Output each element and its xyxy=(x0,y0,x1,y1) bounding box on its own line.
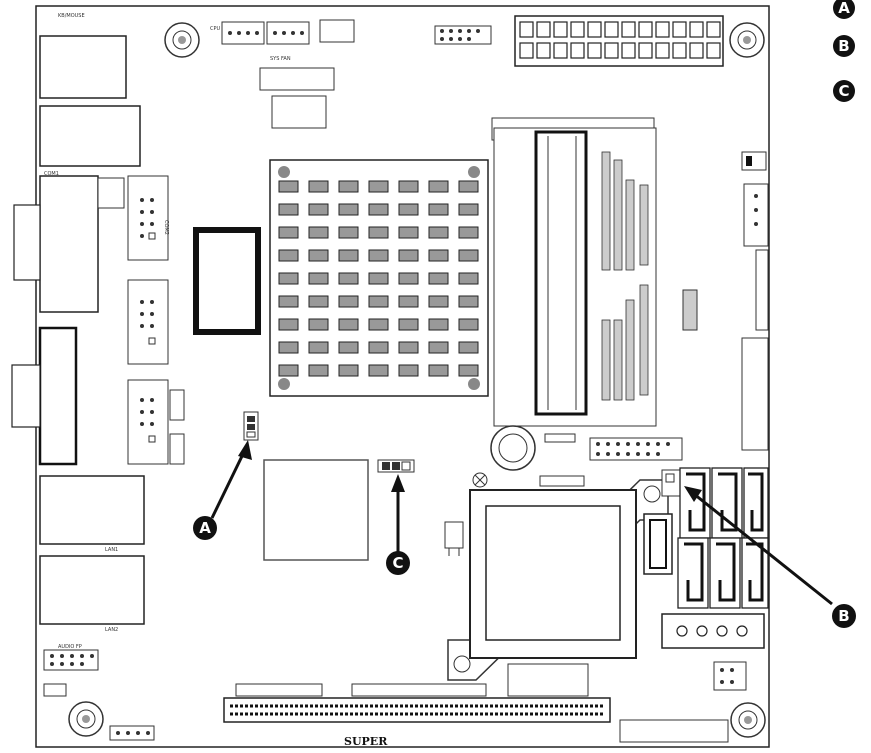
battery-holder xyxy=(544,433,576,443)
sys-fan-header xyxy=(266,21,310,45)
usb-header-vertical xyxy=(643,513,673,575)
small-header-bottom-left xyxy=(43,683,67,697)
arrow-b xyxy=(684,486,833,606)
jumper-left-1 xyxy=(97,177,125,209)
right-edge-headers xyxy=(741,151,769,451)
chip-top-1 xyxy=(259,67,335,91)
marker-b: B xyxy=(832,604,856,628)
crystal xyxy=(472,472,488,488)
svg-text:A: A xyxy=(838,0,850,17)
svg-text:B: B xyxy=(838,37,849,55)
audio-fp-label: AUDIO FP xyxy=(58,644,82,650)
pci-slot xyxy=(223,697,611,723)
legend-marker-a: A xyxy=(833,0,855,19)
usb-port-top xyxy=(39,105,141,167)
svg-text:C: C xyxy=(838,82,849,100)
kb-mouse-port xyxy=(39,35,127,99)
jumper-c xyxy=(377,459,415,473)
lan1-port xyxy=(39,475,145,545)
jumper-left-2 xyxy=(169,389,185,421)
header-left-mid xyxy=(127,279,169,365)
vga-port-side xyxy=(13,204,41,281)
vga-port xyxy=(39,175,99,313)
serial-port-side xyxy=(11,364,41,428)
arrow-a xyxy=(210,440,252,519)
serial-port xyxy=(38,326,78,466)
lan2-port xyxy=(39,555,145,625)
southbridge-chip xyxy=(263,459,369,561)
header-bottom-left-pins xyxy=(109,725,155,741)
com2-header xyxy=(127,175,169,261)
cpu-heatsink xyxy=(269,159,489,397)
kb-mouse-label: KB/MOUSE xyxy=(58,13,85,19)
mount-hole-tl xyxy=(164,22,200,58)
header-top-pins xyxy=(434,25,492,45)
front-panel-header xyxy=(589,437,683,461)
svg-text:A: A xyxy=(199,519,211,537)
legend-marker-b: B xyxy=(833,35,855,57)
jumper-a xyxy=(243,411,259,441)
arrow-c xyxy=(391,474,405,552)
svg-text:C: C xyxy=(392,554,403,572)
cpu-fan-label: CPU xyxy=(210,26,221,32)
jumper-left-3 xyxy=(169,433,185,465)
header-left-low xyxy=(127,379,169,465)
brand-logo: SUPER xyxy=(344,735,388,748)
bottom-right-headers xyxy=(619,661,747,743)
sata-port-b xyxy=(661,469,681,497)
capacitor xyxy=(444,521,464,556)
header-mid-small xyxy=(539,475,585,487)
atx-power-connector xyxy=(514,15,724,67)
com1-label: COM1 xyxy=(44,171,59,177)
header-top-small xyxy=(319,19,355,43)
cmos-battery xyxy=(490,425,536,471)
marker-a: A xyxy=(193,516,217,540)
legend-marker-c: C xyxy=(833,80,855,102)
small-chip-mid xyxy=(682,289,698,331)
molex-power-connector xyxy=(661,613,765,649)
super-io-chip xyxy=(193,227,261,335)
cpu-fan-header xyxy=(221,21,265,45)
chip-top-2 xyxy=(271,95,327,129)
pci-headers-top xyxy=(235,663,589,697)
sys-fan-label: SYS FAN xyxy=(270,56,291,62)
sata-ports xyxy=(677,467,769,609)
lan1-label: LAN1 xyxy=(105,547,118,553)
northbridge-heatsink xyxy=(447,479,669,681)
audio-fp-header xyxy=(43,649,99,671)
mount-hole-bl xyxy=(68,701,104,737)
marker-c: C xyxy=(386,551,410,575)
mount-hole-br xyxy=(730,702,766,738)
lan2-label: LAN2 xyxy=(105,627,118,633)
com2-label: COM2 xyxy=(163,220,169,235)
svg-text:B: B xyxy=(838,607,849,625)
mount-hole-tr xyxy=(729,22,765,58)
passive-components-1 xyxy=(601,151,649,401)
